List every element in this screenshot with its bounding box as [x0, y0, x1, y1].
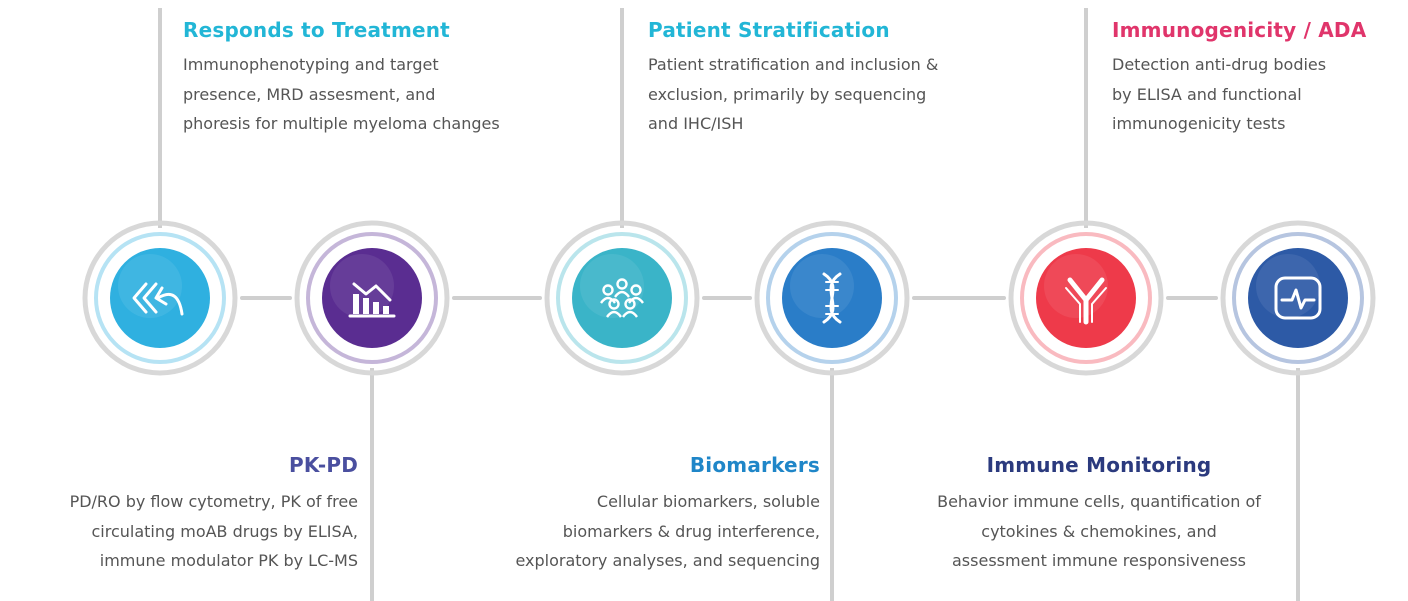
node-rewind-arrow [82, 220, 238, 376]
connector-lines [158, 8, 1300, 601]
disc-highlight [118, 254, 182, 318]
patient-stratification-block: Patient Stratification Patient stratific… [648, 18, 1048, 139]
block-title: Patient Stratification [648, 18, 890, 42]
block-title: Biomarkers [689, 453, 820, 477]
block-line: immune modulator PK by LC-MS [99, 551, 358, 570]
block-line: Behavior immune cells, quantification of [937, 492, 1261, 511]
node-heart-monitor [1220, 220, 1376, 376]
immune-monitoring-block: Immune Monitoring Behavior immune cells,… [906, 453, 1292, 576]
block-line: Immunophenotyping and target [183, 55, 439, 74]
block-line: cytokines & chemokines, and [981, 521, 1217, 541]
block-line: phoresis for multiple myeloma changes [183, 114, 500, 133]
block-title: Immunogenicity / ADA [1112, 18, 1367, 42]
outer-ring [544, 220, 700, 376]
antibody-icon [1065, 277, 1107, 325]
block-line: assessment immune responsiveness [952, 551, 1246, 570]
block-line: Detection anti-drug bodies [1112, 55, 1327, 74]
block-line: presence, MRD assesment, and [183, 84, 436, 104]
dna-helix-icon [822, 272, 842, 324]
node-antibody [1008, 220, 1164, 376]
pk-pd-block: PK-PD PD/RO by flow cytometry, PK of fre… [2, 453, 358, 576]
node-people-group [544, 220, 700, 376]
node-dna-helix [754, 220, 910, 376]
block-line: exclusion, primarily by sequencing [648, 84, 927, 104]
block-line: PD/RO by flow cytometry, PK of free [69, 492, 358, 511]
disc-highlight [1256, 254, 1320, 318]
block-line: Patient stratification and inclusion & [648, 55, 939, 74]
outer-ring [82, 220, 238, 376]
block-title: Responds to Treatment [183, 18, 450, 42]
outer-ring [1220, 220, 1376, 376]
outer-ring [1008, 220, 1164, 376]
icon-disc [572, 248, 672, 348]
immunogenicity-ada-block: Immunogenicity / ADA Detection anti-drug… [1112, 18, 1402, 139]
block-line: biomarkers & drug interference, [562, 521, 820, 541]
block-title: Immune Monitoring [986, 453, 1212, 477]
block-line: Cellular biomarkers, soluble [596, 492, 820, 511]
outer-ring [294, 220, 450, 376]
outer-ring [754, 220, 910, 376]
biomarkers-block: Biomarkers Cellular biomarkers, soluble … [440, 453, 820, 576]
people-group-icon [600, 278, 644, 318]
heart-monitor-icon [1274, 276, 1322, 320]
block-line: and IHC/ISH [648, 114, 744, 133]
block-line: circulating moAB drugs by ELISA, [91, 521, 358, 541]
rewind-arrow-icon [132, 282, 184, 316]
bar-chart-declining-icon [348, 282, 396, 318]
icon-disc [322, 248, 422, 348]
block-line: exploratory analyses, and sequencing [515, 551, 820, 570]
node-bar-chart-declining [294, 220, 450, 376]
block-line: by ELISA and functional [1112, 84, 1302, 104]
disc-highlight [790, 254, 854, 318]
responds-to-treatment-block: Responds to Treatment Immunophenotyping … [183, 18, 583, 139]
block-title: PK-PD [289, 453, 358, 477]
icon-nodes [82, 220, 1376, 376]
block-line: immunogenicity tests [1112, 114, 1286, 133]
